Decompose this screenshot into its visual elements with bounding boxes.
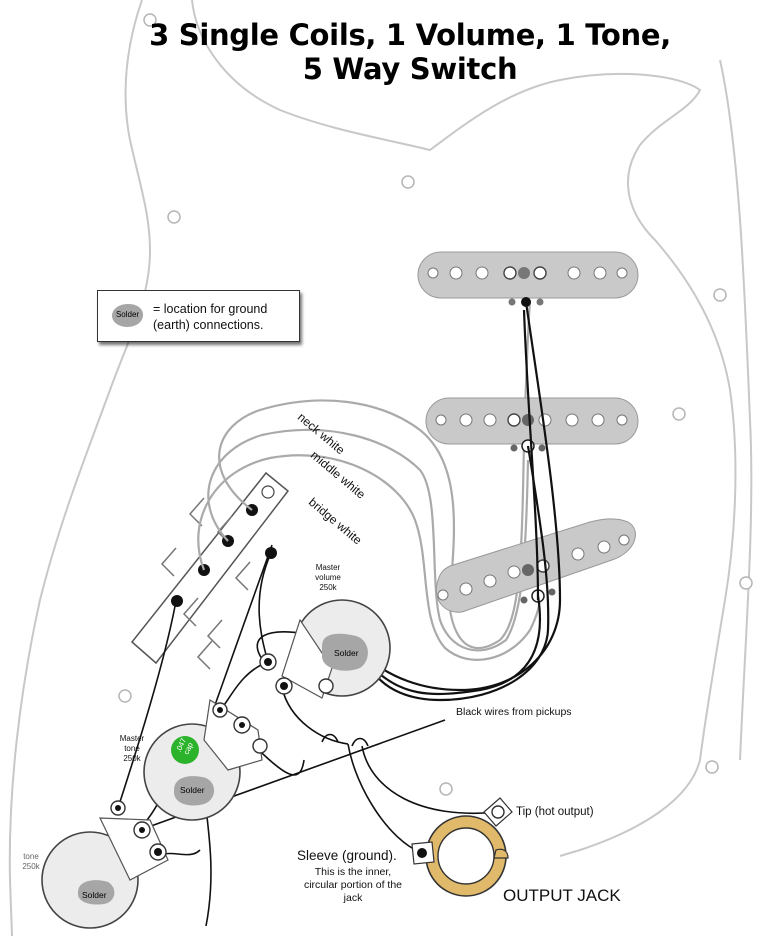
neck-pickup	[417, 251, 639, 307]
diagram-title-line1: 3 Single Coils, 1 Volume, 1 Tone,	[149, 18, 671, 52]
jack-sleeve-line1: This is the inner,	[314, 866, 392, 878]
tone2-pot	[41, 800, 169, 929]
volume-pot-label: Master volume 250k	[303, 563, 353, 593]
diagram-title-line2: 5 Way Switch	[302, 52, 518, 86]
output-jack-label: OUTPUT JACK	[503, 886, 621, 905]
middle-pickup	[425, 397, 639, 453]
volume-pot-label-line3: 250k	[319, 583, 337, 592]
volume-pot-label-line2: volume	[315, 573, 341, 582]
legend-text: = location for ground (earth) connection…	[153, 301, 267, 333]
jack-tip-label: Tip (hot output)	[516, 806, 594, 818]
tone2-pot-label-line1: tone	[23, 852, 39, 861]
jack-sleeve-line3: jack	[343, 892, 363, 904]
jack-sleeve-description: This is the inner, circular portion of t…	[292, 866, 414, 905]
tone-pot-label-line3: 250k	[123, 754, 141, 763]
tone2-pot-label: tone 250k	[16, 852, 46, 872]
bridge-white-wire	[197, 454, 542, 661]
screw-holes	[118, 13, 753, 796]
legend-box: Solder = location for ground (earth) con…	[97, 290, 300, 342]
volume-pot-label-line1: Master	[315, 563, 341, 572]
tone-pot	[143, 699, 268, 821]
tone-pot-label-line2: tone	[124, 744, 140, 753]
legend-text-line2: (earth) connections.	[153, 318, 264, 332]
jack-sleeve-line2: circular portion of the	[303, 879, 403, 891]
black-wires	[369, 301, 562, 702]
black-wires-label: Black wires from pickups	[456, 706, 572, 718]
legend-text-line1: = location for ground	[153, 302, 268, 316]
tone-solder-label: Solder	[180, 785, 205, 795]
tone-pot-label-line1: Master	[119, 734, 145, 743]
jack-sleeve-title: Sleeve (ground).	[297, 848, 397, 863]
middle-white-wire	[207, 428, 530, 652]
tone2-pot-label-line2: 250k	[22, 862, 40, 871]
tone2-solder-label: Solder	[82, 890, 107, 900]
legend-blob-label: Solder	[115, 310, 140, 319]
output-jack	[411, 797, 513, 897]
tone-pot-label: Master tone 250k	[110, 734, 154, 764]
pickguard	[8, 0, 753, 936]
solder-blob-icon: Solder	[112, 304, 143, 327]
ground-wire-arcs	[321, 733, 369, 747]
volume-solder-label: Solder	[334, 648, 359, 658]
volume-pot	[259, 599, 391, 699]
